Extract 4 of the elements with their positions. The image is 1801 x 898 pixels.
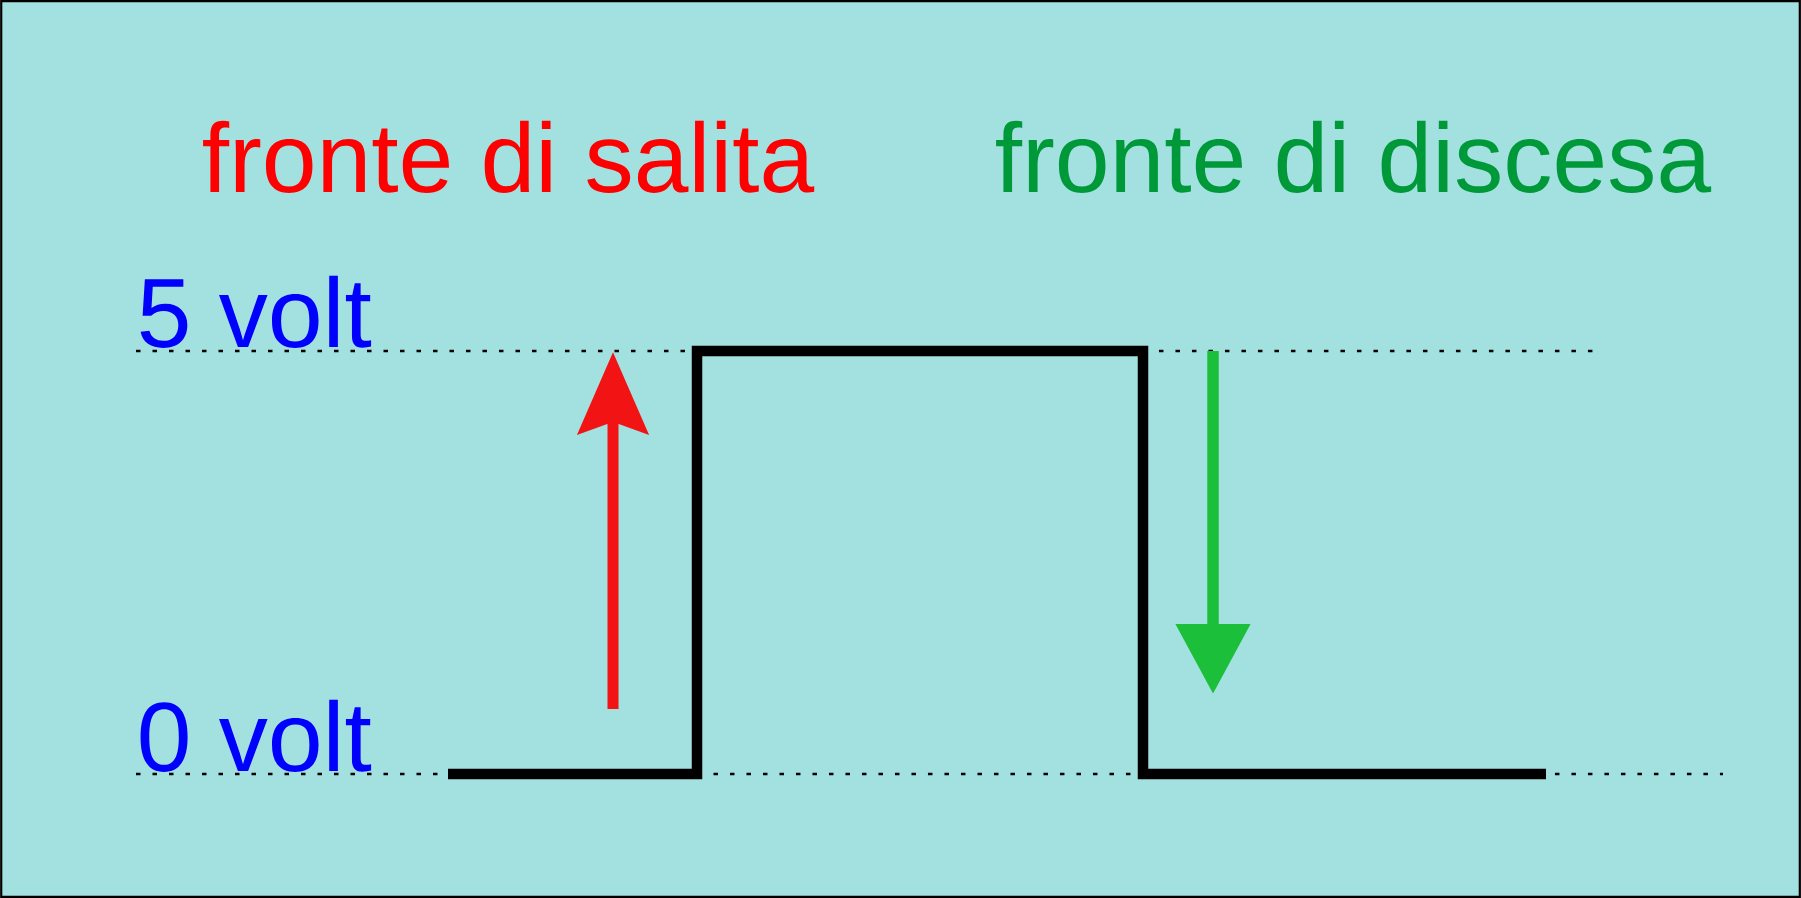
voltage-label: 0 volt — [140, 699, 372, 772]
caption-text: fronte di discesa — [996, 120, 1712, 193]
voltage-label: 5 volt — [140, 275, 372, 348]
caption-text: fronte di salita — [203, 120, 815, 193]
